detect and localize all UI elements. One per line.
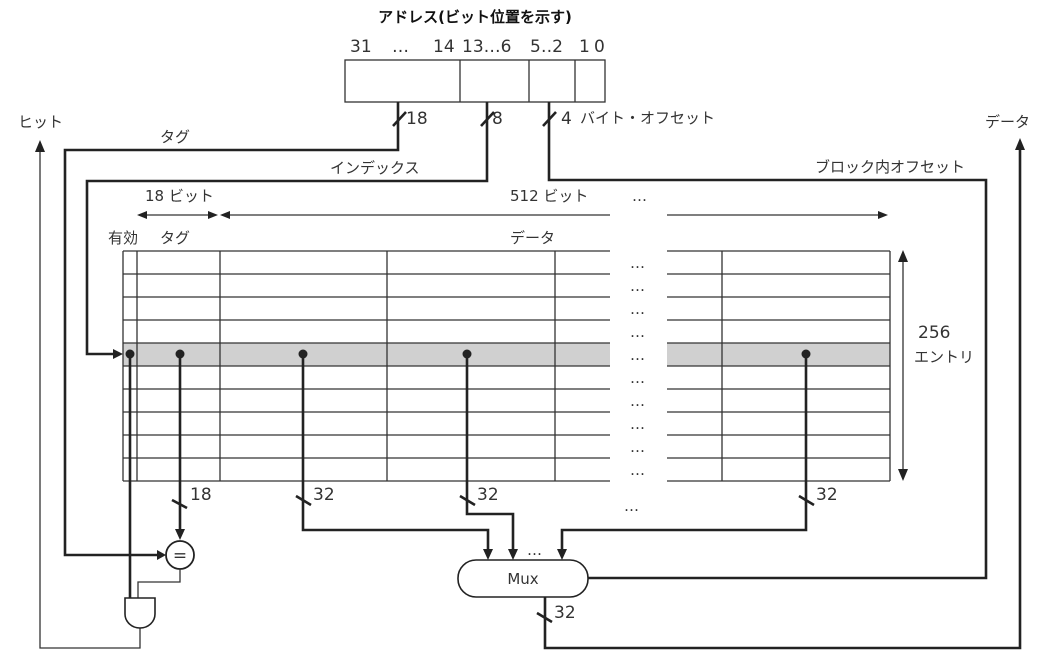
data-word-wire: [560, 354, 808, 553]
ellipsis: …: [630, 346, 645, 364]
ellipsis: …: [630, 392, 645, 410]
ellipsis: …: [630, 461, 645, 479]
valid-column-header: 有効: [108, 229, 138, 247]
ellipsis: …: [527, 541, 542, 559]
bit-14: 14: [433, 37, 455, 57]
offset-width: 4: [561, 109, 572, 129]
ellipsis: …: [632, 187, 647, 205]
entries-label: エントリ: [914, 348, 974, 366]
mux-out-width: 32: [554, 603, 576, 623]
ellipsis: …: [630, 277, 645, 295]
address-bit-numbers: 31 … 14 13…6 5‥2 1 0: [350, 37, 605, 57]
arrowhead: [898, 469, 908, 481]
bit-13-6: 13…6: [462, 37, 511, 57]
arrowhead: [898, 250, 908, 262]
index-wire: [85, 102, 489, 356]
data-bits-label: 512 ビット: [510, 187, 588, 205]
block-offset-wire: [547, 102, 988, 580]
bit-31: 31: [350, 37, 372, 57]
ellipsis: …: [630, 254, 645, 272]
hit-wire: [39, 150, 141, 649]
tag-compare-width: 18: [190, 485, 212, 505]
data-word-wire: [301, 354, 490, 553]
arrowheads: [483, 549, 567, 560]
mux-label: Mux: [507, 570, 538, 588]
ellipsis: …: [630, 415, 645, 433]
ellipsis: …: [630, 438, 645, 456]
address-register: [344, 59, 606, 103]
tag-column-header: タグ: [160, 229, 190, 247]
tag-wire: [63, 102, 400, 557]
ellipsis: …: [630, 369, 645, 387]
bit-1: 1: [579, 37, 590, 57]
equals-symbol: =: [173, 546, 187, 566]
bus-slash: [171, 498, 188, 510]
cache-table: … … … … … … … … … …: [122, 250, 891, 482]
arrowhead: [113, 349, 123, 359]
byte-offset-label: バイト・オフセット: [580, 109, 715, 127]
data-out-wire: [543, 148, 1022, 650]
data-word-width: 32: [816, 485, 838, 505]
bit-5-2: 5‥2: [530, 37, 563, 57]
diagram-title: アドレス(ビット位置を示す): [378, 8, 572, 26]
entries-count: 256: [918, 323, 950, 343]
bit-dots: …: [392, 37, 409, 57]
index-wire-label: インデックス: [330, 159, 420, 177]
index-width: 8: [492, 109, 503, 129]
arrowhead: [157, 550, 166, 560]
tag-wire-label: タグ: [160, 128, 190, 146]
tag-width: 18: [406, 109, 428, 129]
bus-slashes: [295, 494, 815, 624]
arrowhead: [35, 140, 45, 152]
selected-row: [123, 343, 610, 366]
data-word-width: 32: [477, 485, 499, 505]
block-offset-label: ブロック内オフセット: [815, 158, 965, 176]
arrowhead: [175, 529, 185, 540]
and-gate: [124, 597, 156, 629]
data-word-width: 32: [313, 485, 335, 505]
tap-dots: [125, 349, 811, 359]
ellipsis: …: [630, 300, 645, 318]
compare-out-wire: [137, 569, 181, 598]
ellipsis: …: [630, 323, 645, 341]
ellipsis: …: [624, 497, 639, 515]
hit-label: ヒット: [18, 113, 63, 131]
bit-0: 0: [594, 37, 605, 57]
data-column-header: データ: [510, 229, 555, 247]
mux: [457, 559, 589, 598]
selected-row: [667, 343, 890, 366]
tag-bits-label: 18 ビット: [145, 187, 214, 205]
arrowheads: [137, 211, 888, 219]
data-word-wire: [465, 354, 515, 553]
arrowhead: [1015, 138, 1025, 150]
data-out-label: データ: [985, 113, 1030, 131]
